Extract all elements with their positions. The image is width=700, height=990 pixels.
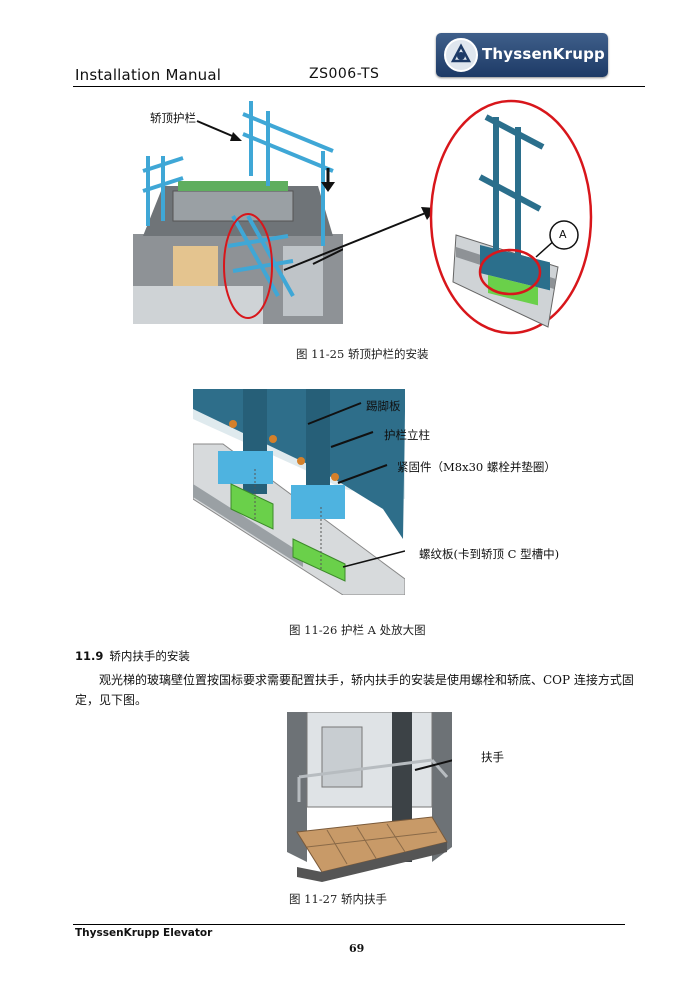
logo-text: ThyssenKrupp (482, 45, 605, 63)
page-number: 69 (349, 942, 365, 955)
footer-company: ThyssenKrupp Elevator (75, 927, 213, 939)
figure-11-25-caption: 图 11-25 轿顶护栏的安装 (296, 347, 429, 361)
car-top-guardrail-illustration (133, 96, 416, 324)
section-title: 轿内扶手的安装 (109, 649, 190, 663)
thread-plate-label: 螺纹板(卡到轿顶 C 型槽中) (419, 547, 560, 561)
detail-zoom-illustration: A (428, 97, 596, 337)
guardrail-arrow-icon (196, 120, 242, 141)
header-rule (73, 86, 645, 87)
toe-board-label: 踢脚板 (366, 399, 401, 413)
handrail-label: 扶手 (481, 750, 504, 764)
guardrail-detail-illustration (192, 389, 406, 596)
rail-post-label: 护栏立柱 (384, 428, 430, 442)
car-top-guardrail-label: 轿顶护栏 (150, 111, 196, 125)
callout-a-label: A (559, 228, 567, 241)
footer-rule (73, 924, 625, 925)
section-paragraph: 观光梯的玻璃壁位置按国标要求需要配置扶手，轿内扶手的安装是使用螺栓和轿底、COP… (75, 673, 634, 707)
callout-arrow-icon (283, 207, 436, 271)
car-handrail-illustration (287, 711, 466, 882)
figure-11-26-caption: 图 11-26 护栏 A 处放大图 (289, 623, 426, 637)
down-arrow-icon (321, 168, 335, 192)
document-code: ZS006-TS (309, 66, 380, 82)
section-heading: 11.9 轿内扶手的安装 (75, 648, 190, 664)
header-title: Installation Manual (75, 66, 222, 84)
section-number: 11.9 (75, 649, 104, 663)
figure-11-27-caption: 图 11-27 轿内扶手 (289, 892, 387, 906)
logo-emblem-icon (444, 38, 478, 72)
thyssenkrupp-logo: ThyssenKrupp (436, 33, 608, 77)
fastener-label: 紧固件（M8x30 螺栓并垫圈） (397, 460, 556, 474)
